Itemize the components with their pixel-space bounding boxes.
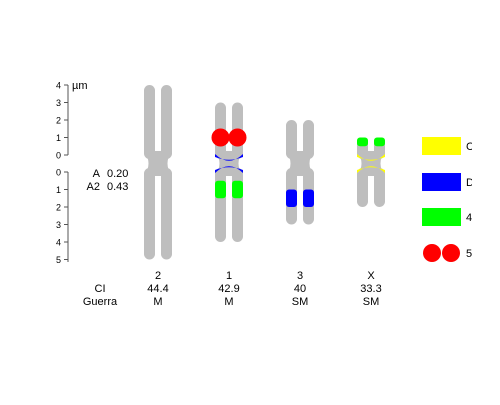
ruler-tick-label: 4 bbox=[56, 81, 61, 91]
legend-dot bbox=[442, 244, 460, 262]
long-arm-chromatid bbox=[374, 168, 385, 207]
chromosome-name-label: 3 bbox=[297, 270, 303, 282]
legend-label: C bbox=[466, 141, 474, 153]
marker-band bbox=[303, 189, 314, 207]
chromosome-name-label: X bbox=[367, 270, 375, 282]
centromere-band-top bbox=[215, 154, 243, 161]
chromosome-ci-label: 40 bbox=[294, 283, 306, 295]
marker-band bbox=[232, 180, 243, 199]
long-arm-chromatid bbox=[232, 168, 243, 242]
chromosome-ci-label: 33.3 bbox=[360, 283, 381, 295]
short-arm-chromatid bbox=[161, 85, 172, 159]
centromere bbox=[215, 151, 243, 176]
legend-swatch bbox=[422, 208, 461, 226]
chromosome-guerra-label: M bbox=[153, 296, 162, 308]
long-arm-chromatid bbox=[144, 168, 155, 260]
legend-swatch bbox=[422, 137, 461, 155]
centromere-band-bottom bbox=[215, 166, 243, 173]
legend-swatch bbox=[422, 173, 461, 191]
marker-band bbox=[357, 137, 368, 147]
chromosome-guerra-label: SM bbox=[363, 296, 380, 308]
legend-label: D bbox=[466, 177, 474, 189]
chromosome-2 bbox=[144, 85, 172, 260]
scale-ruler-short-arm: 4 3 2 1 0 bbox=[56, 81, 69, 161]
chromosome-name-label: 2 bbox=[155, 270, 161, 282]
centromere bbox=[286, 151, 314, 176]
chromosome-guerra-label: SM bbox=[292, 296, 309, 308]
ruler-tick-label: 1 bbox=[56, 185, 61, 195]
chromosome-ci-label: 44.4 bbox=[147, 283, 168, 295]
legend-entry: 5 bbox=[423, 244, 472, 262]
ruler-tick-label: 4 bbox=[56, 238, 61, 248]
ruler-tick-label: 0 bbox=[56, 168, 61, 178]
legend-entry: C bbox=[422, 137, 474, 155]
index-a2-label: A2 bbox=[87, 181, 100, 193]
long-arm-chromatid bbox=[161, 168, 172, 260]
legend-entry: 4 bbox=[422, 208, 472, 226]
scale-ruler-long-arm: 0 1 2 3 4 5 bbox=[56, 168, 69, 265]
ruler-tick-label: 0 bbox=[56, 151, 61, 161]
centromere-band-top bbox=[357, 154, 385, 161]
ruler-tick-label: 2 bbox=[56, 203, 61, 213]
legend: C D 4 5 bbox=[422, 137, 474, 262]
ruler-tick-label: 1 bbox=[56, 133, 61, 143]
index-a2-value: 0.43 bbox=[107, 181, 128, 193]
long-arm-chromatid bbox=[357, 168, 368, 207]
centromere bbox=[144, 151, 172, 176]
chromosome-set bbox=[144, 85, 385, 260]
legend-label: 5 bbox=[466, 248, 472, 260]
chromosome-ci-label: 42.9 bbox=[218, 283, 239, 295]
short-arm-chromatid bbox=[303, 120, 314, 159]
legend-dot bbox=[423, 244, 441, 262]
ruler-tick-label: 3 bbox=[56, 220, 61, 230]
chromosome-3 bbox=[286, 120, 314, 225]
centromere-band-bottom bbox=[357, 166, 385, 173]
marker-band bbox=[286, 189, 297, 207]
short-arm-chromatid bbox=[286, 120, 297, 159]
ruler-tick-label: 3 bbox=[56, 98, 61, 108]
chromosome-1 bbox=[211, 102, 247, 242]
index-a-label: A bbox=[93, 168, 101, 180]
ruler-tick-label: 2 bbox=[56, 116, 61, 126]
signal-dot bbox=[228, 128, 247, 147]
index-a-value: 0.20 bbox=[107, 168, 128, 180]
unit-label: µm bbox=[72, 80, 88, 92]
marker-band bbox=[374, 137, 385, 147]
legend-entry: D bbox=[422, 173, 474, 191]
row-header-guerra: Guerra bbox=[83, 296, 118, 308]
chromosome-X bbox=[357, 137, 385, 207]
marker-band bbox=[215, 180, 226, 199]
legend-label: 4 bbox=[466, 212, 472, 224]
signal-dot bbox=[211, 128, 230, 147]
row-header-ci: CI bbox=[95, 283, 106, 295]
centromere bbox=[357, 151, 385, 176]
ruler-tick-label: 5 bbox=[56, 255, 61, 265]
chromosome-guerra-label: M bbox=[224, 296, 233, 308]
chromosome-name-label: 1 bbox=[226, 270, 232, 282]
asymmetry-indices: A 0.20 A2 0.43 bbox=[87, 168, 129, 193]
long-arm-chromatid bbox=[215, 168, 226, 242]
short-arm-chromatid bbox=[144, 85, 155, 159]
